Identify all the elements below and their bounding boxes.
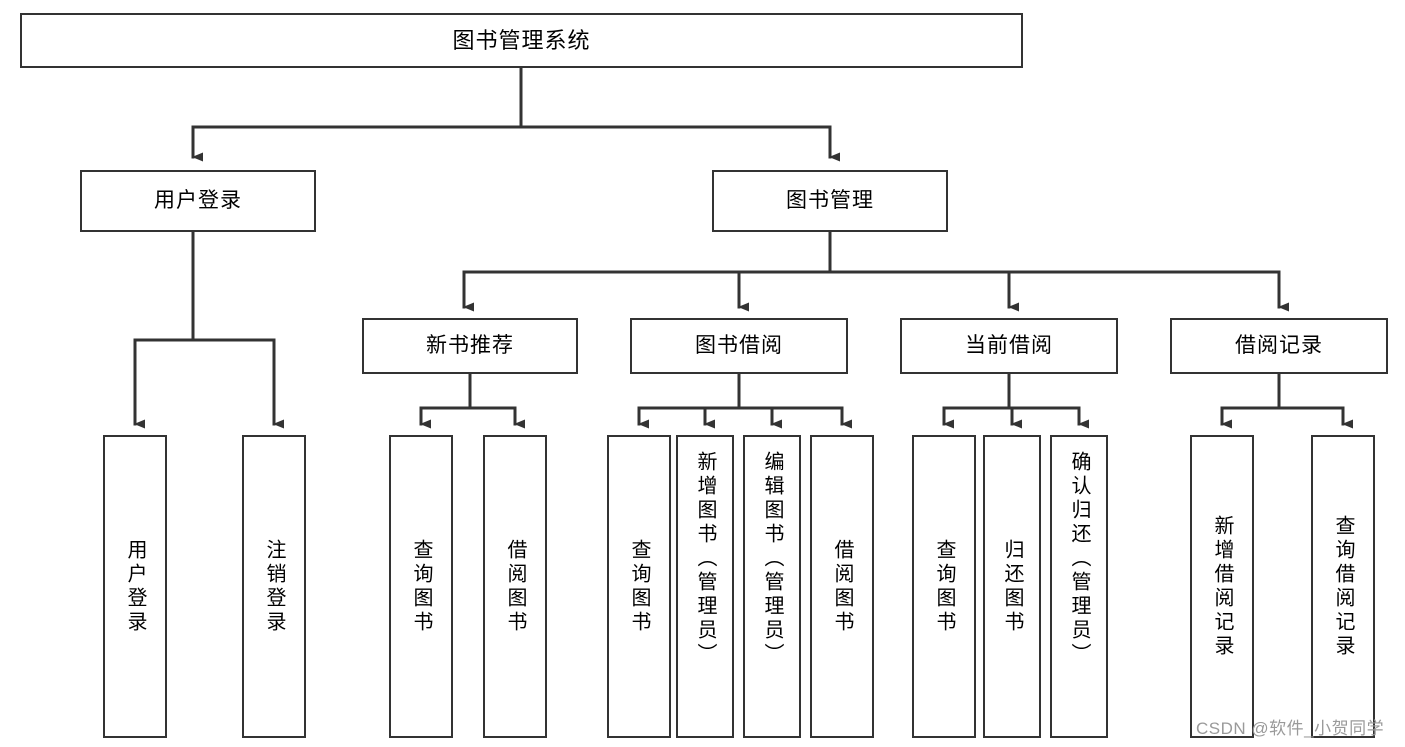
node-leaf-query-book-2[interactable]: 查询图书 (607, 435, 671, 738)
node-leaf-edit-book-label: 编辑图书（管理员） (761, 451, 783, 667)
node-leaf-add-book[interactable]: 新增图书（管理员） (676, 435, 734, 738)
node-leaf-edit-book[interactable]: 编辑图书（管理员） (743, 435, 801, 738)
node-leaf-query-book-1-label: 查询图书 (410, 538, 432, 635)
node-leaf-query-record[interactable]: 查询借阅记录 (1311, 435, 1375, 738)
node-leaf-add-record-label: 新增借阅记录 (1211, 514, 1233, 659)
node-leaf-borrow-book-1[interactable]: 借阅图书 (483, 435, 547, 738)
node-leaf-confirm-return-label: 确认归还（管理员） (1068, 451, 1090, 667)
node-borrow-record[interactable]: 借阅记录 (1170, 318, 1388, 374)
node-leaf-query-book-3-label: 查询图书 (933, 538, 955, 635)
node-borrow-record-label: 借阅记录 (1235, 333, 1323, 357)
csdn-watermark: CSDN @软件_小贺同学 (1196, 719, 1385, 738)
node-leaf-borrow-book-2-label: 借阅图书 (831, 538, 853, 635)
node-leaf-query-book-1[interactable]: 查询图书 (389, 435, 453, 738)
node-leaf-query-book-3[interactable]: 查询图书 (912, 435, 976, 738)
node-leaf-borrow-book-1-label: 借阅图书 (504, 538, 526, 635)
node-new-book-recommend-label: 新书推荐 (426, 333, 514, 357)
node-leaf-query-book-2-label: 查询图书 (628, 538, 650, 635)
node-user-login-label: 用户登录 (154, 188, 242, 212)
node-current-borrow-label: 当前借阅 (965, 333, 1053, 357)
node-root[interactable]: 图书管理系统 (20, 13, 1023, 68)
node-book-borrow[interactable]: 图书借阅 (630, 318, 848, 374)
node-book-manage[interactable]: 图书管理 (712, 170, 948, 232)
node-new-book-recommend[interactable]: 新书推荐 (362, 318, 578, 374)
node-leaf-borrow-book-2[interactable]: 借阅图书 (810, 435, 874, 738)
node-root-label: 图书管理系统 (452, 27, 591, 53)
node-current-borrow[interactable]: 当前借阅 (900, 318, 1118, 374)
node-leaf-logout-label: 注销登录 (263, 538, 285, 635)
node-leaf-logout[interactable]: 注销登录 (242, 435, 306, 738)
node-leaf-confirm-return[interactable]: 确认归还（管理员） (1050, 435, 1108, 738)
node-leaf-return-book-label: 归还图书 (1001, 538, 1023, 635)
node-leaf-user-login-label: 用户登录 (124, 538, 146, 635)
node-book-manage-label: 图书管理 (786, 188, 874, 212)
node-user-login[interactable]: 用户登录 (80, 170, 316, 232)
node-leaf-query-record-label: 查询借阅记录 (1332, 514, 1354, 659)
node-leaf-add-record[interactable]: 新增借阅记录 (1190, 435, 1254, 738)
node-book-borrow-label: 图书借阅 (695, 333, 783, 357)
node-leaf-return-book[interactable]: 归还图书 (983, 435, 1041, 738)
node-leaf-user-login[interactable]: 用户登录 (103, 435, 167, 738)
node-leaf-add-book-label: 新增图书（管理员） (694, 451, 716, 667)
